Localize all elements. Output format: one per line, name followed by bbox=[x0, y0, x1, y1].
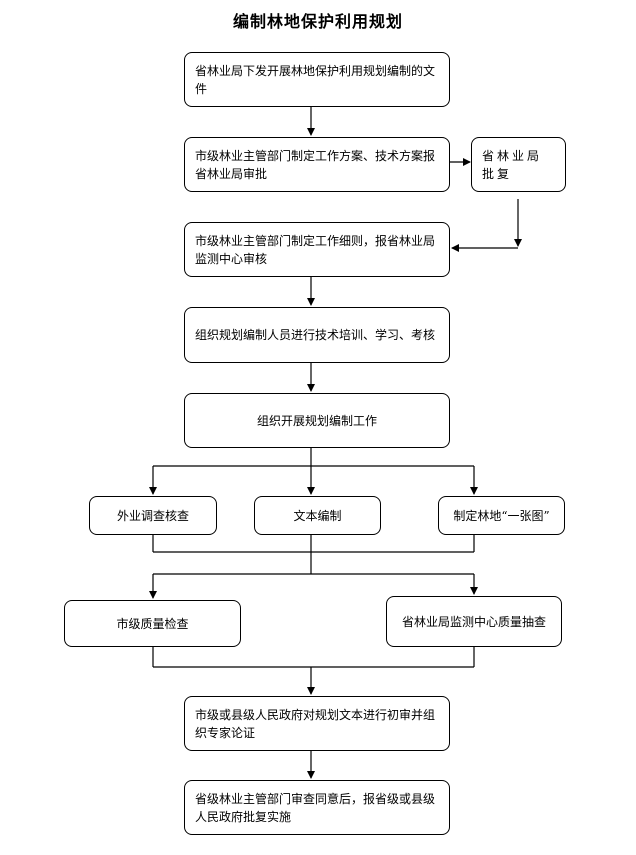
step-text-compilation: 文本编制 bbox=[254, 496, 381, 535]
page-title: 编制林地保护利用规划 bbox=[232, 12, 403, 31]
step-work-plan: 市级林业主管部门制定工作方案、技术方案报省林业局审批 bbox=[184, 137, 450, 192]
step-forest-map: 制定林地“一张图” bbox=[438, 496, 565, 535]
step-work-rules: 市级林业主管部门制定工作细则，报省林业局监测中心审核 bbox=[184, 222, 450, 277]
step-city-quality-check: 市级质量检查 bbox=[64, 600, 241, 647]
step-training: 组织规划编制人员进行技术培训、学习、考核 bbox=[184, 307, 450, 363]
step-compilation-work: 组织开展规划编制工作 bbox=[184, 393, 450, 448]
step-final-approval: 省级林业主管部门审查同意后，报省级或县级人民政府批复实施 bbox=[184, 780, 450, 835]
step-field-survey: 外业调查核查 bbox=[89, 496, 217, 535]
step-provincial-approval: 省林业局批复 bbox=[471, 137, 566, 192]
step-issue-document: 省林业局下发开展林地保护利用规划编制的文件 bbox=[184, 52, 450, 107]
step-preliminary-review: 市级或县级人民政府对规划文本进行初审并组织专家论证 bbox=[184, 696, 450, 751]
step-provincial-spot-check: 省林业局监测中心质量抽查 bbox=[386, 596, 562, 647]
